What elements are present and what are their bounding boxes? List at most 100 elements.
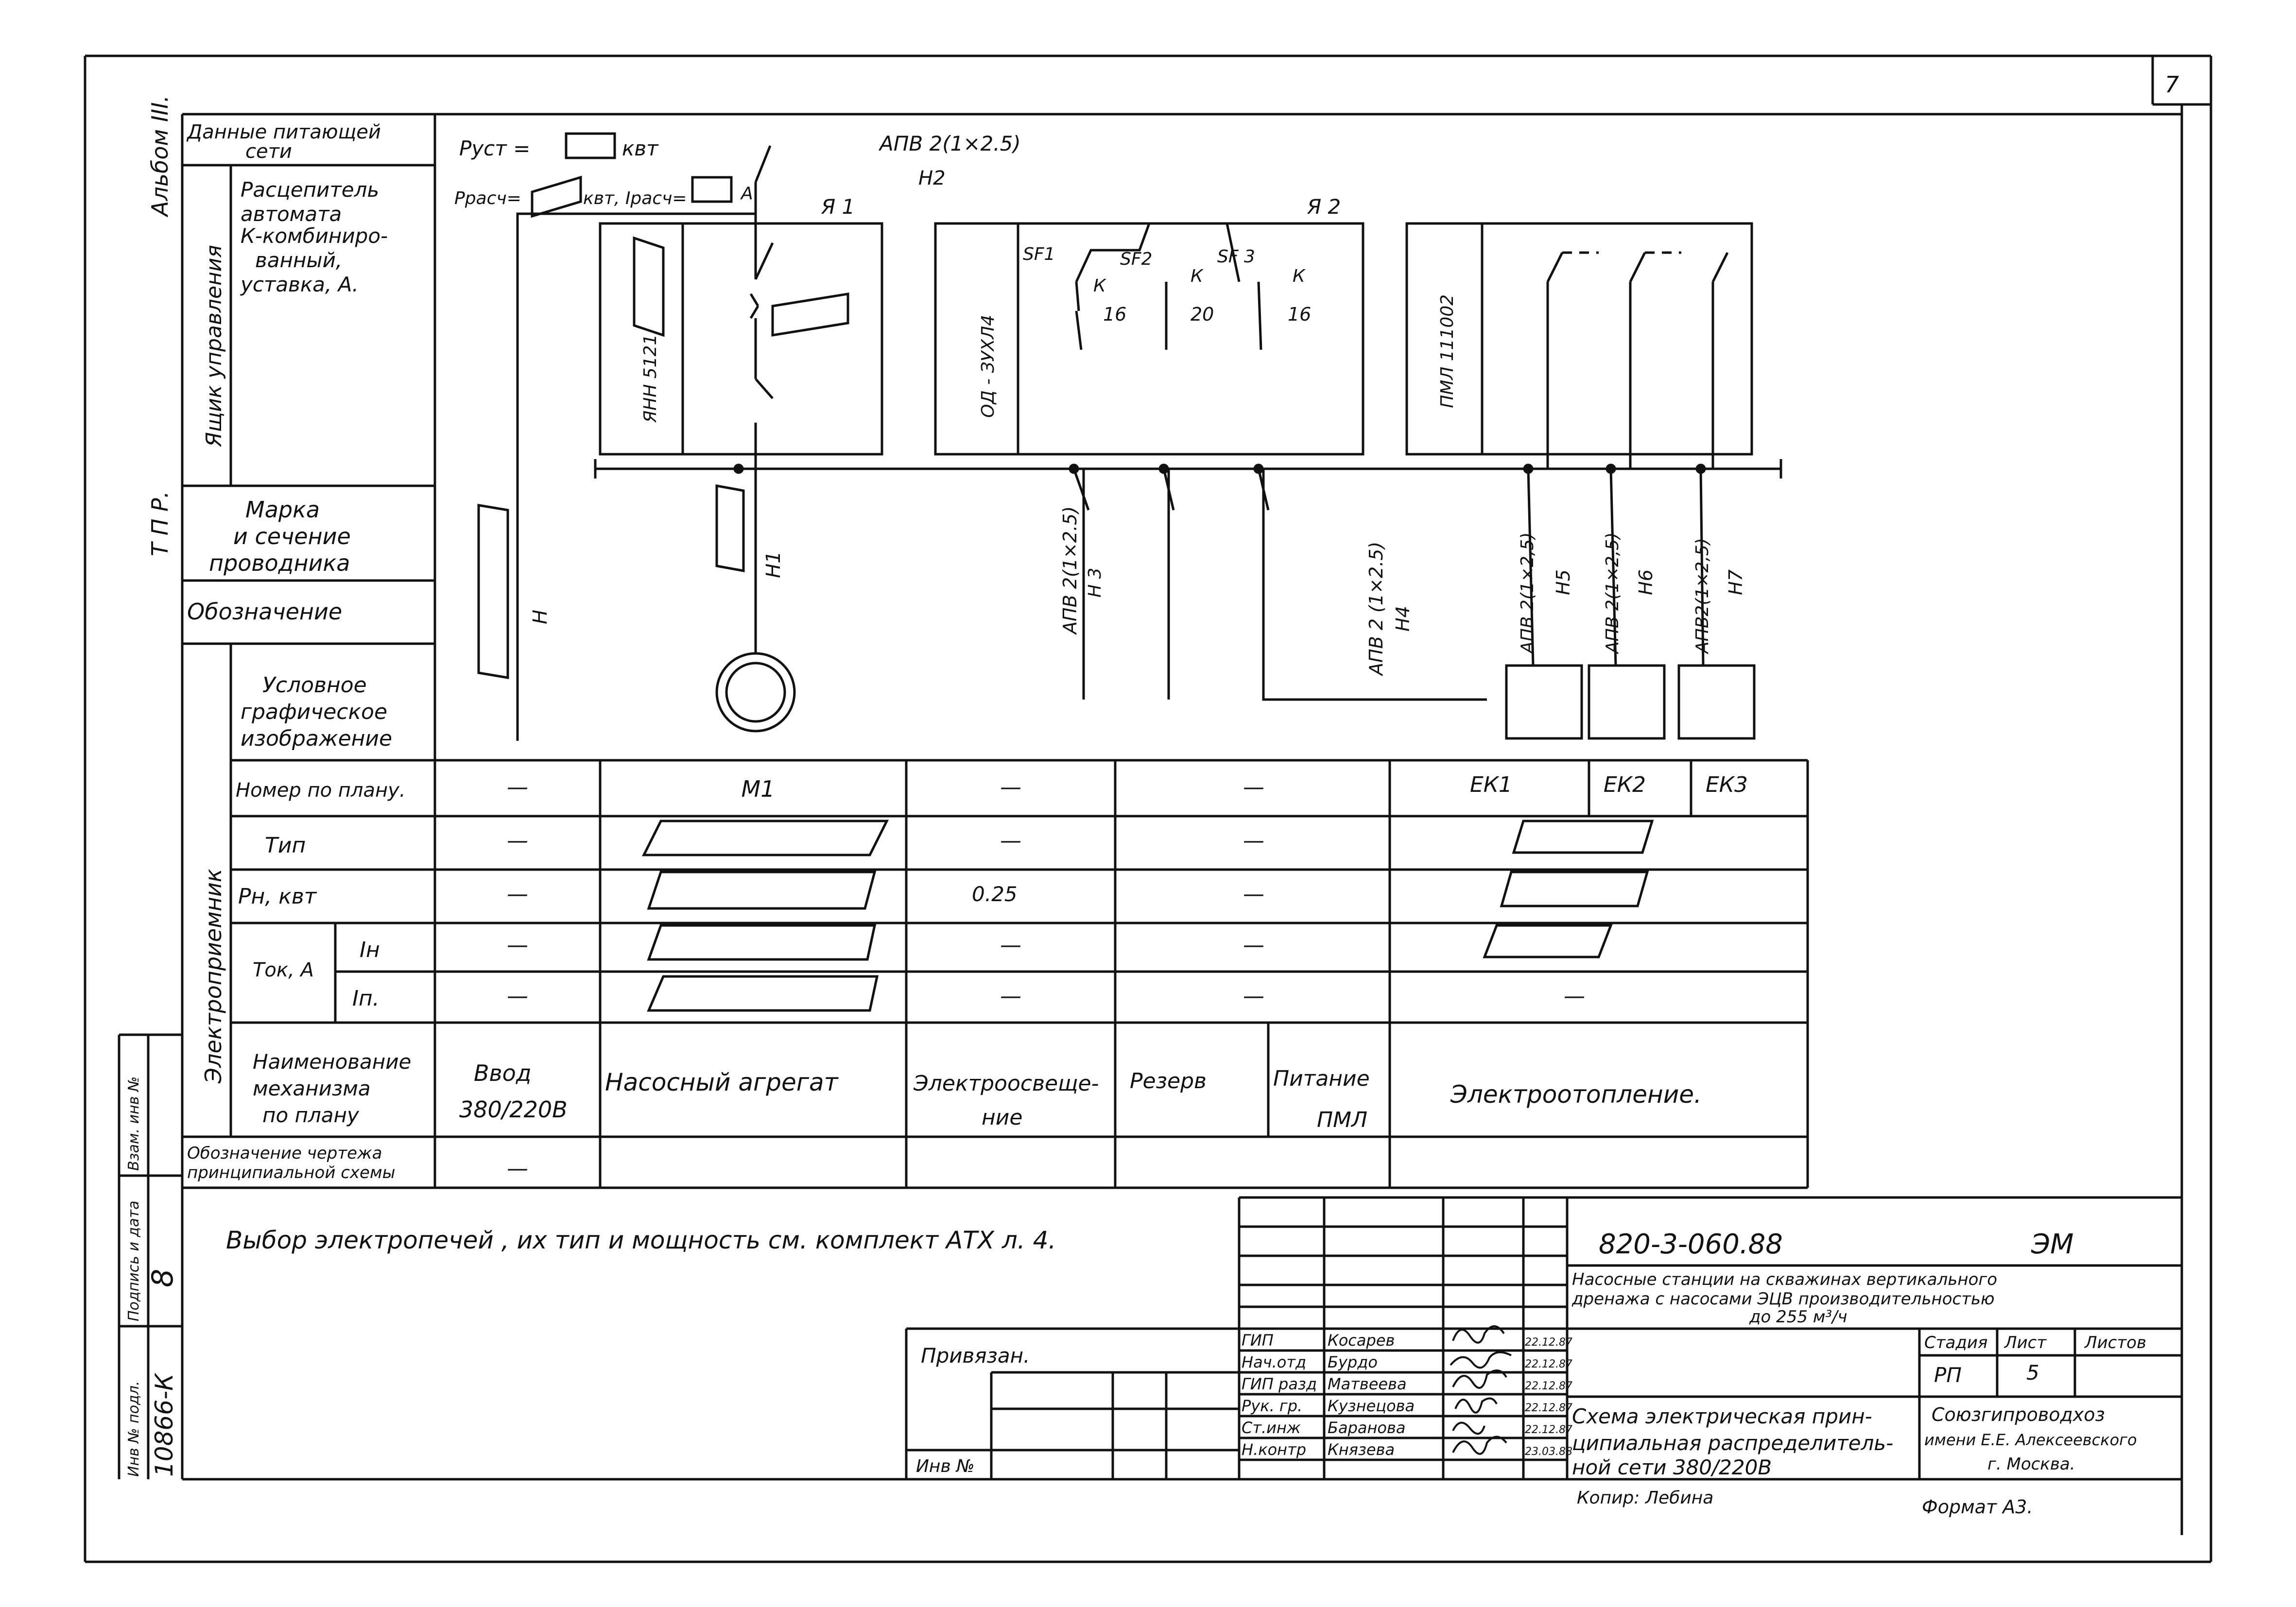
type-cell: —: [507, 828, 528, 853]
box3-label: ПМЛ 111002: [1437, 294, 1457, 408]
project-name: Насосные станции на скважинах вертикальн…: [1571, 1270, 2003, 1327]
column-lighting: — — 0.25 — — Электроосвеще- ние: [913, 775, 1105, 1130]
mechanism-cell: Ввод 380/220В: [459, 1060, 568, 1123]
prasch-label: Ррасч=: [454, 188, 521, 208]
h5-label: Н5: [1553, 569, 1574, 595]
mechanism-cell: Электроосвеще- ние: [913, 1071, 1105, 1130]
bound-label: Привязан.: [921, 1344, 1030, 1368]
plan-no-cell: —: [507, 775, 528, 800]
inv-podl-value: 10866-К: [150, 1372, 178, 1477]
designation-label: Обозначение: [187, 598, 342, 625]
ip-label: Iп.: [352, 986, 380, 1011]
column-reserve: — — — — — Резерв Питание ПМЛ: [1130, 775, 1377, 1132]
sig-role: Нач.отд: [1242, 1353, 1306, 1371]
sf3-label: SF 3: [1217, 247, 1255, 267]
sig-date: 22.12.87: [1525, 1402, 1572, 1414]
vzam-label: Взам. инв №: [125, 1077, 142, 1171]
sheet-number: 7: [2165, 71, 2179, 98]
box1-label: ЯНН 5121: [640, 334, 660, 423]
type-label: Тип: [265, 833, 306, 858]
sheet-label: Лист: [2003, 1333, 2047, 1352]
sig-date: 22.12.87: [1525, 1358, 1572, 1370]
sig-name: Баранова: [1328, 1419, 1405, 1437]
cable-h7: АПВ2(1×2,5): [1692, 538, 1712, 654]
mechanism-label: Наименование механизма по плану: [253, 1050, 418, 1127]
ip-cell: —: [1000, 984, 1021, 1009]
h4-label: Н4: [1392, 606, 1414, 632]
signature-scribbles: [1450, 1325, 1512, 1455]
ya2-label: Я 2: [1307, 195, 1341, 219]
sig-role: Н.контр: [1242, 1440, 1306, 1459]
plan-no-cell: ЕК3: [1706, 772, 1748, 797]
sheet-value: 5: [2026, 1361, 2039, 1385]
k3-label: К: [1293, 266, 1306, 286]
drawing-cell: —: [507, 1156, 528, 1181]
column-input: — — — — — Ввод 380/220В —: [459, 775, 568, 1181]
drawing-ref-label: Обозначение чертежа принципиальной схемы: [187, 1144, 395, 1182]
cable-h6: АПВ 2(1×2,5): [1603, 532, 1623, 654]
cable-h4: АПВ 2 (1×2.5): [1365, 542, 1387, 677]
power-label: Рн, квт: [238, 884, 317, 909]
cable-h5: АПВ 2(1×2,5): [1518, 532, 1537, 654]
sig-role: Ст.инж: [1242, 1419, 1301, 1437]
control-box-label: Ящик управления: [202, 245, 226, 447]
format-label: Формат А3.: [1922, 1496, 2033, 1518]
plan-no-cell: ЕК1: [1470, 772, 1512, 797]
sig-date: 22.12.87: [1525, 1424, 1572, 1436]
sig-date: 23.03.88: [1525, 1446, 1572, 1458]
plan-no-cell: —: [1000, 775, 1021, 800]
irasch-label: квт, Iрасч=: [583, 188, 687, 208]
mechanism-cell: Резерв: [1130, 1069, 1207, 1094]
pust-label: Руст =: [459, 137, 530, 160]
note-text: Выбор электропечей , их тип и мощность с…: [226, 1226, 1056, 1254]
type-cell: —: [1243, 828, 1264, 853]
sig-role: ГИП: [1242, 1331, 1274, 1350]
cable-h3: АПВ 2(1×2.5): [1059, 506, 1081, 635]
sheets-label: Листов: [2084, 1333, 2146, 1352]
plan-no-cell: ЕК2: [1604, 772, 1646, 797]
h6-label: Н6: [1635, 569, 1657, 595]
tpr-label: Т П Р.: [147, 491, 173, 556]
inv-podl-label: Инв № подл.: [125, 1381, 142, 1477]
symbol-label: Условное графическое изображение: [241, 673, 394, 751]
rating2: 20: [1191, 304, 1214, 325]
sig-name: Князева: [1328, 1440, 1395, 1459]
organization: Союзгипроводхоз имени Е.Е. Алексеевского…: [1924, 1404, 2143, 1474]
h7-label: Н7: [1725, 569, 1746, 595]
pust-unit: квт: [622, 137, 659, 160]
sig-role: ГИП разд: [1242, 1375, 1317, 1393]
box2-label: ОД - ЗУХЛ4: [978, 315, 998, 418]
power-cell: —: [507, 882, 528, 906]
sig-name: Матвеева: [1328, 1375, 1407, 1393]
plan-number-label: Номер по плану.: [236, 779, 406, 802]
ip-cell: —: [507, 984, 528, 1009]
sf2-label: SF2: [1120, 249, 1152, 269]
conductor-label: Марка и сечение проводника: [209, 496, 358, 576]
mechanism-cell: Электроотопление.: [1450, 1080, 1702, 1109]
mechanism-cell-2: Питание ПМЛ: [1273, 1066, 1377, 1132]
rating3: 16: [1288, 304, 1311, 325]
doc-code: 820-3-060.88: [1599, 1229, 1783, 1260]
h3-label: Н 3: [1085, 568, 1105, 598]
power-cell: —: [1243, 882, 1264, 906]
stage-label: Стадия: [1924, 1333, 1987, 1352]
drawing-title: Схема электрическая прин- ципиальная рас…: [1572, 1404, 1900, 1479]
in-cell: —: [1000, 933, 1021, 957]
supply-data-label: Данные питающей сети: [186, 121, 387, 163]
sign-mark: 8: [146, 1269, 180, 1287]
in-label: Iн: [360, 938, 380, 962]
receiver-label: Электроприемник: [200, 869, 226, 1084]
sig-role: Рук. гр.: [1242, 1397, 1302, 1415]
sig-name: Косарев: [1328, 1331, 1395, 1350]
doc-mark: ЭМ: [2031, 1229, 2073, 1260]
ip-cell: —: [1243, 984, 1264, 1009]
ya1-label: Я 1: [821, 195, 855, 219]
sig-date: 22.12.87: [1525, 1380, 1572, 1392]
in-cell: —: [507, 933, 528, 957]
breaker-label: Расцепитель автомата К-комбиниро- ванный…: [240, 178, 395, 296]
type-cell: —: [1000, 828, 1021, 853]
feed-h-label: Н: [529, 610, 552, 624]
signature-rows: ГИП Косарев 22.12.87 Нач.отд Бурдо 22.12…: [1242, 1331, 1572, 1459]
n2-label: Н2: [918, 167, 946, 189]
